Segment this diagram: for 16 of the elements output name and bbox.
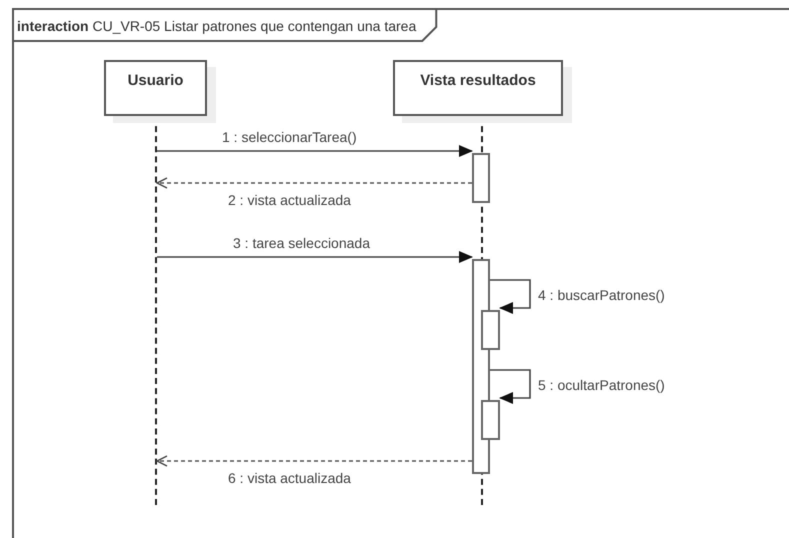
message-arrow <box>157 145 473 157</box>
message-arrow <box>157 251 473 263</box>
message-label: 3 : tarea seleccionada <box>231 235 372 251</box>
frame-title: interaction CU_VR-05 Listar patrones que contengan una tarea <box>17 18 416 34</box>
message-label: 4 : buscarPatrones() <box>536 287 667 303</box>
activation-bar <box>481 400 500 440</box>
message-label: 2 : vista actualizada <box>226 192 353 208</box>
self-message-arrow <box>490 369 531 404</box>
message-label: 1 : seleccionarTarea() <box>220 129 359 145</box>
activation-bar <box>481 310 500 350</box>
self-message-arrow <box>490 279 531 314</box>
return-message-arrow <box>156 455 472 467</box>
return-message-arrow <box>156 177 472 189</box>
message-label: 6 : vista actualizada <box>226 470 353 486</box>
activation-bar <box>472 153 490 203</box>
message-label: 5 : ocultarPatrones() <box>536 377 667 393</box>
